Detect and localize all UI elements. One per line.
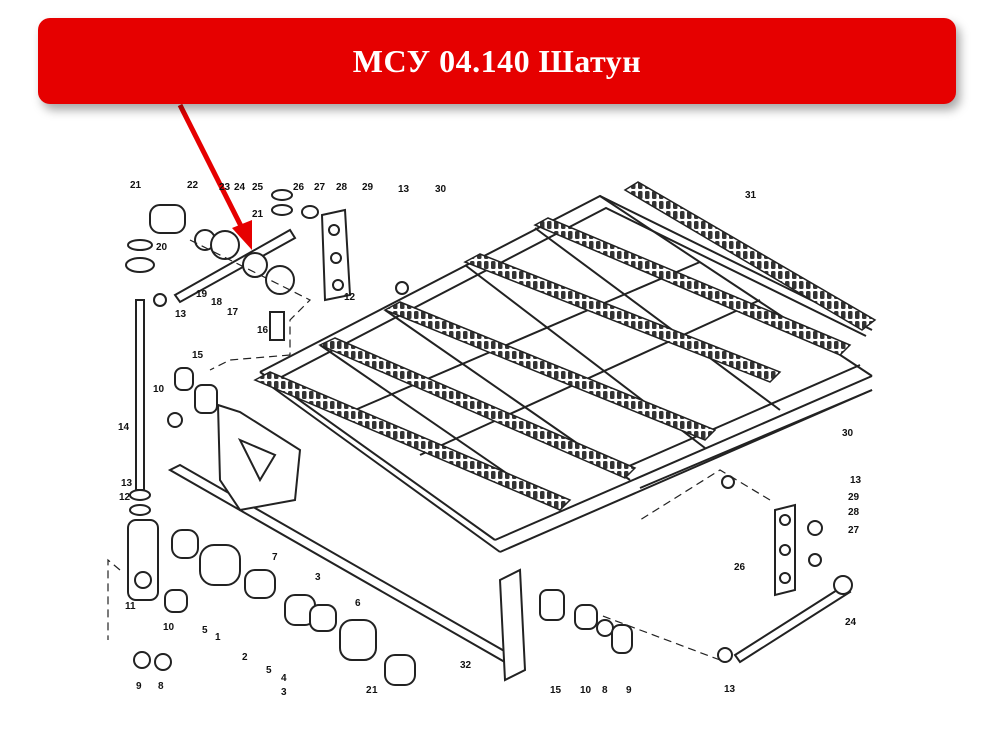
callout-label: 13 [121, 478, 133, 489]
callout-label: 17 [227, 307, 239, 318]
callout-label: 31 [745, 190, 757, 201]
tine-bars [253, 181, 877, 511]
callout-label: 9 [136, 681, 142, 692]
tine-bar [533, 217, 852, 356]
callout-label: 3 [281, 687, 287, 698]
callout-label: 19 [196, 289, 208, 300]
callout-label: 1 [372, 685, 378, 696]
tine-bar [463, 253, 782, 383]
callout-label: 24 [845, 617, 857, 628]
callout-label: 30 [842, 428, 854, 439]
callout-label: 11 [125, 601, 136, 612]
callout-label: 10 [580, 685, 592, 696]
upper-connecting-assembly [149, 189, 297, 341]
callout-label: 8 [158, 681, 164, 692]
callout-label: 32 [460, 660, 472, 671]
callout-label: 13 [175, 309, 187, 320]
callout-label: 4 [281, 673, 287, 684]
callout-label: 10 [153, 384, 165, 395]
callout-label: 21 [252, 209, 264, 220]
connecting-rod-14 [125, 239, 159, 601]
callout-label: 26 [734, 562, 746, 573]
callout-label: 30 [435, 184, 447, 195]
link-plate-lower [717, 475, 853, 664]
bearing-parts [133, 367, 633, 686]
callout-label: 18 [211, 297, 223, 308]
callout-label: 29 [848, 492, 860, 503]
pointer-arrow [177, 103, 252, 250]
callout-label: 13 [850, 475, 862, 486]
tine-bar [253, 371, 572, 511]
callout-label: 27 [314, 182, 326, 193]
callout-label: 12 [344, 292, 356, 303]
assembly-dashed-lines [107, 239, 771, 661]
callout-label: 13 [724, 684, 736, 695]
callout-label: 27 [848, 525, 860, 536]
callout-label: 2 [366, 685, 372, 696]
main-shaft [167, 403, 527, 682]
callout-label: 13 [398, 184, 410, 195]
callout-label: 10 [163, 622, 175, 633]
link-plate-upper [301, 205, 409, 302]
callout-label: 29 [362, 182, 374, 193]
callout-label: 24 [234, 182, 246, 193]
callout-label: 14 [118, 422, 130, 433]
callout-label: 5 [266, 665, 272, 676]
callout-label: 7 [272, 552, 278, 563]
callout-label: 21 [130, 180, 142, 191]
part-title: МСУ 04.140 Шатун [352, 42, 642, 79]
tine-bar [383, 301, 717, 441]
callout-label: 15 [550, 685, 562, 696]
callout-label: 6 [355, 598, 361, 609]
callout-labels: 21 22 23 24 25 26 27 28 29 13 30 31 21 2… [118, 180, 862, 698]
callout-label: 5 [202, 625, 208, 636]
callout-label: 28 [336, 182, 348, 193]
callout-label: 12 [119, 492, 131, 503]
title-banner: МСУ 04.140 Шатун [38, 18, 956, 104]
callout-label: 23 [219, 182, 231, 193]
tine-bar [623, 181, 877, 331]
callout-label: 3 [315, 572, 321, 583]
callout-label: 22 [187, 180, 199, 191]
callout-label: 16 [257, 325, 269, 336]
callout-label: 8 [602, 685, 608, 696]
callout-label: 15 [192, 350, 204, 361]
callout-label: 26 [293, 182, 305, 193]
callout-label: 1 [215, 632, 221, 643]
callout-label: 28 [848, 507, 860, 518]
callout-label: 9 [626, 685, 632, 696]
tine-bar [318, 337, 637, 479]
callout-label: 20 [156, 242, 168, 253]
callout-label: 25 [252, 182, 264, 193]
callout-label: 2 [242, 652, 248, 663]
